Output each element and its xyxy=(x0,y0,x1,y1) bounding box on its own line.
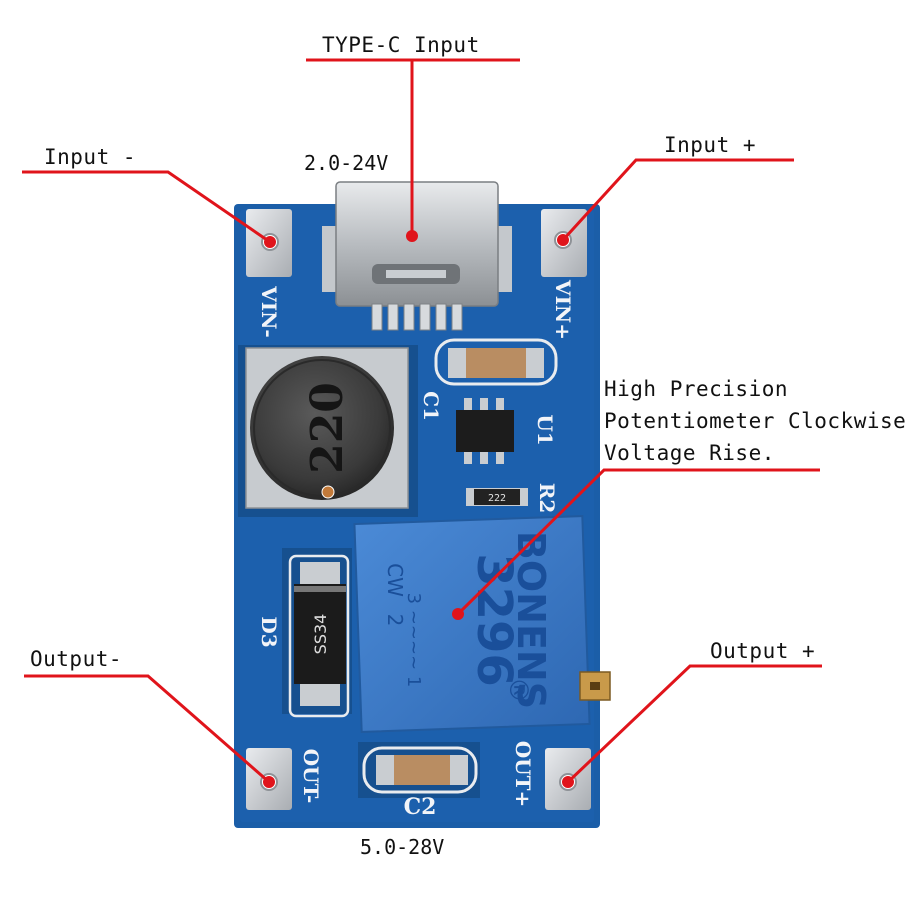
leader-output-minus xyxy=(24,674,270,784)
leader-output-plus xyxy=(566,664,822,784)
leader-dot-input-minus xyxy=(264,236,276,248)
silk-c2: C2 xyxy=(404,794,437,820)
leader-dot-potentiometer xyxy=(452,608,464,620)
label-output-voltage: 5.0-28V xyxy=(360,835,444,859)
label-potentiometer-line3: Voltage Rise. xyxy=(604,441,775,465)
label-potentiometer-line1: High Precision xyxy=(604,377,788,401)
silk-c1: C1 xyxy=(419,391,443,421)
label-output-plus: Output + xyxy=(710,639,815,663)
resistor-r2: 222 xyxy=(466,488,528,506)
diode-marking: SS34 xyxy=(311,614,330,655)
leader-dot-input-plus xyxy=(557,234,569,246)
potentiometer-pin-marks: 3 ~~~~ 1 xyxy=(403,593,424,688)
silk-d3: D3 xyxy=(257,616,281,647)
potentiometer-pin-2: 2 xyxy=(383,614,407,627)
label-input-voltage: 2.0-24V xyxy=(304,151,388,175)
leader-dot-output-minus xyxy=(263,776,275,788)
leader-potentiometer xyxy=(456,468,820,616)
capacitor-c1 xyxy=(434,338,558,386)
leader-dot-type-c xyxy=(406,230,418,242)
leader-input-minus xyxy=(22,170,271,244)
silk-out-minus: OUT- xyxy=(299,749,323,804)
diode-d3: SS34 xyxy=(288,554,350,718)
label-potentiometer-line2: Potentiometer Clockwise xyxy=(604,409,906,433)
resistor-marking: 222 xyxy=(488,493,506,504)
silk-out-plus: OUT+ xyxy=(511,741,535,808)
ic-u1 xyxy=(456,398,514,464)
label-input-minus: Input - xyxy=(44,145,136,169)
leader-input-plus xyxy=(561,158,794,242)
inductor-marking: 220 xyxy=(302,382,353,474)
label-output-minus: Output- xyxy=(30,647,122,671)
potentiometer-3296: BONENS 3296 ® CW 3 ~~~~ 1 2 xyxy=(353,515,611,733)
silk-r2: R2 xyxy=(535,483,559,514)
label-type-c-input: TYPE-C Input xyxy=(322,33,480,57)
silk-vin-minus: VIN- xyxy=(257,285,281,337)
silk-u1: U1 xyxy=(533,414,557,445)
potentiometer-cw: CW xyxy=(383,563,407,597)
inductor-220: 220 xyxy=(245,347,409,509)
potentiometer-brand: BONENS xyxy=(509,531,553,709)
callout-lines xyxy=(22,58,822,788)
label-input-plus: Input + xyxy=(664,133,756,157)
leader-dot-output-plus xyxy=(562,776,574,788)
potentiometer-model: 3296 xyxy=(466,553,522,687)
potentiometer-registered: ® xyxy=(503,677,533,703)
usb-type-c-connector xyxy=(322,181,512,331)
capacitor-c2 xyxy=(362,746,478,794)
silk-vin-plus: VIN+ xyxy=(551,279,575,340)
